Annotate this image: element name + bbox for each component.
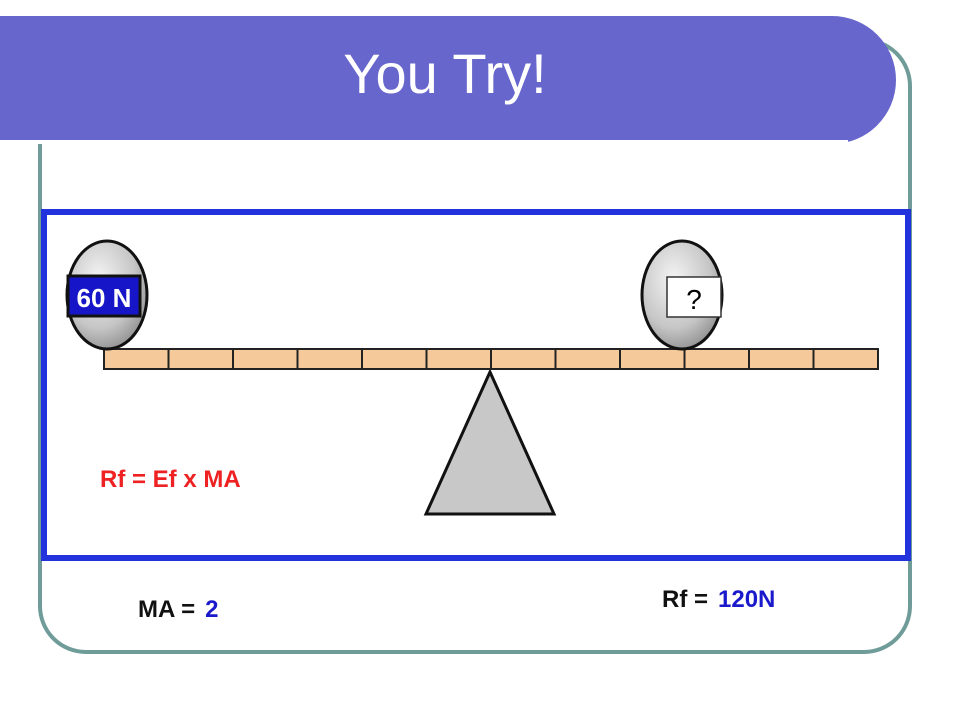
formula-text: Rf = Ef x MA [100,466,241,493]
slide-title: You Try! [343,42,547,105]
ma-equation: MA = 2 [138,596,218,624]
rf-equation: Rf = 120N [662,586,775,614]
right-weight-label: ? [686,284,702,315]
weight-label-plate [66,274,142,318]
ma-value: 2 [205,596,219,623]
ma-label: MA = [138,596,196,623]
fulcrum-triangle [423,368,557,516]
title-banner [0,16,896,144]
seesaw-plank [103,348,879,370]
unknown-label-box [666,276,722,318]
rf-label: Rf = [662,586,709,613]
left-weight: 60 N [65,239,149,351]
left-weight-label: 60 N [77,283,132,313]
banner-underline [0,140,848,144]
rf-value: 120N [718,586,776,613]
right-weight: ? [640,239,724,351]
